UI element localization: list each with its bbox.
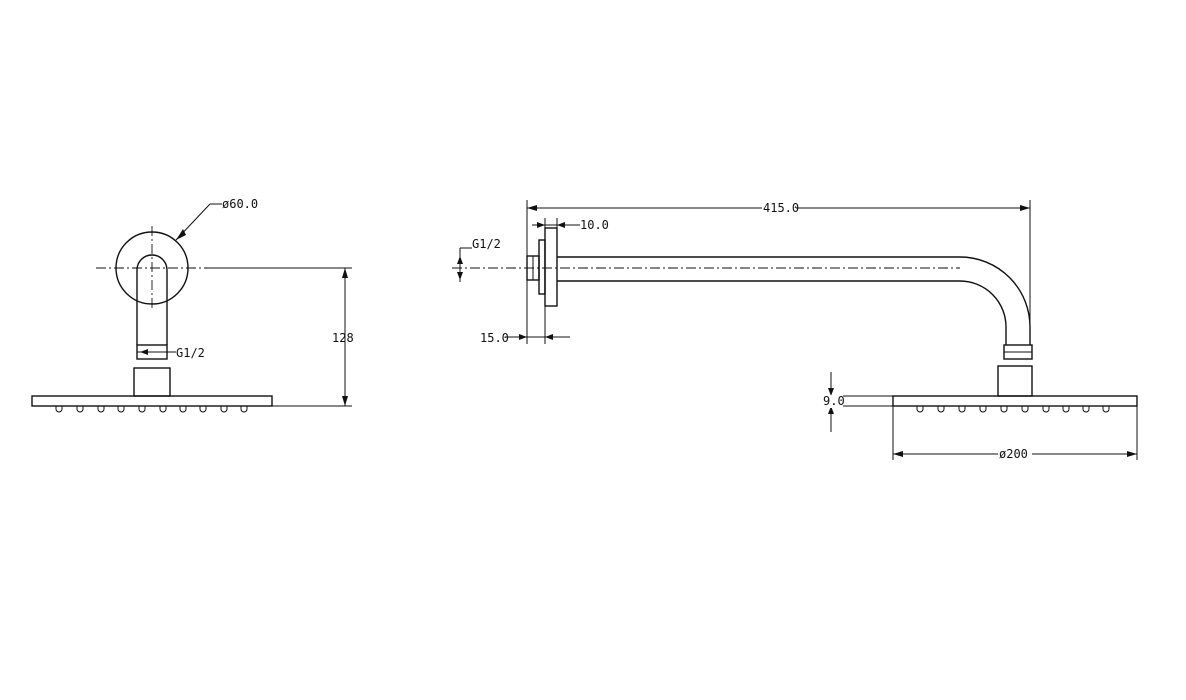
front-connector: [997, 365, 1033, 397]
side-arm: [136, 254, 168, 345]
side-view: ø60.0 G1/2 128: [31, 197, 354, 413]
front-thickness-label: 9.0: [823, 394, 845, 408]
front-nozzles: [916, 406, 1110, 413]
front-head-diameter-label: ø200: [999, 447, 1028, 461]
side-height-label: 128: [332, 331, 354, 345]
side-head-plate: [31, 395, 273, 407]
side-connector: [133, 367, 171, 397]
side-thread-label: G1/2: [176, 346, 205, 360]
front-flange-label: 10.0: [580, 218, 609, 232]
front-view: 415.0 10.0 G1/2 15.0 9.0: [452, 200, 1138, 461]
front-inner-flange: [538, 239, 546, 295]
side-nozzles: [55, 406, 248, 413]
front-depth-label: 15.0: [480, 331, 509, 345]
side-diameter-label: ø60.0: [222, 197, 258, 211]
front-length-label: 415.0: [763, 201, 799, 215]
front-arm: [557, 256, 1031, 345]
front-flange-plate: [544, 227, 558, 307]
front-thread-label: G1/2: [472, 237, 501, 251]
front-head-plate: [892, 395, 1138, 407]
